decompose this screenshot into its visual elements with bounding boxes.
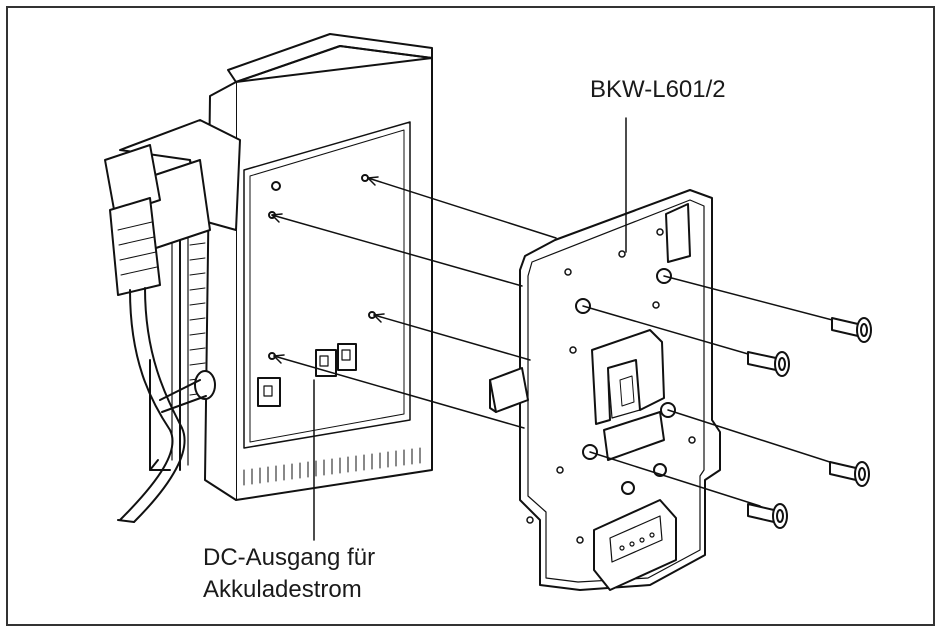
charger-unit [104,33,433,523]
screw-2 [747,351,790,377]
screw-4 [747,503,788,529]
guide-lines [271,176,841,507]
screw-1 [831,317,872,343]
output-label-line1: DC-Ausgang für [203,544,376,571]
output-label-line2: Akkuladestrom [203,576,362,603]
model-label: BKW-L601/2 [590,76,726,103]
mounting-plate [489,189,721,591]
screws [747,317,872,529]
screw-3 [829,461,870,487]
